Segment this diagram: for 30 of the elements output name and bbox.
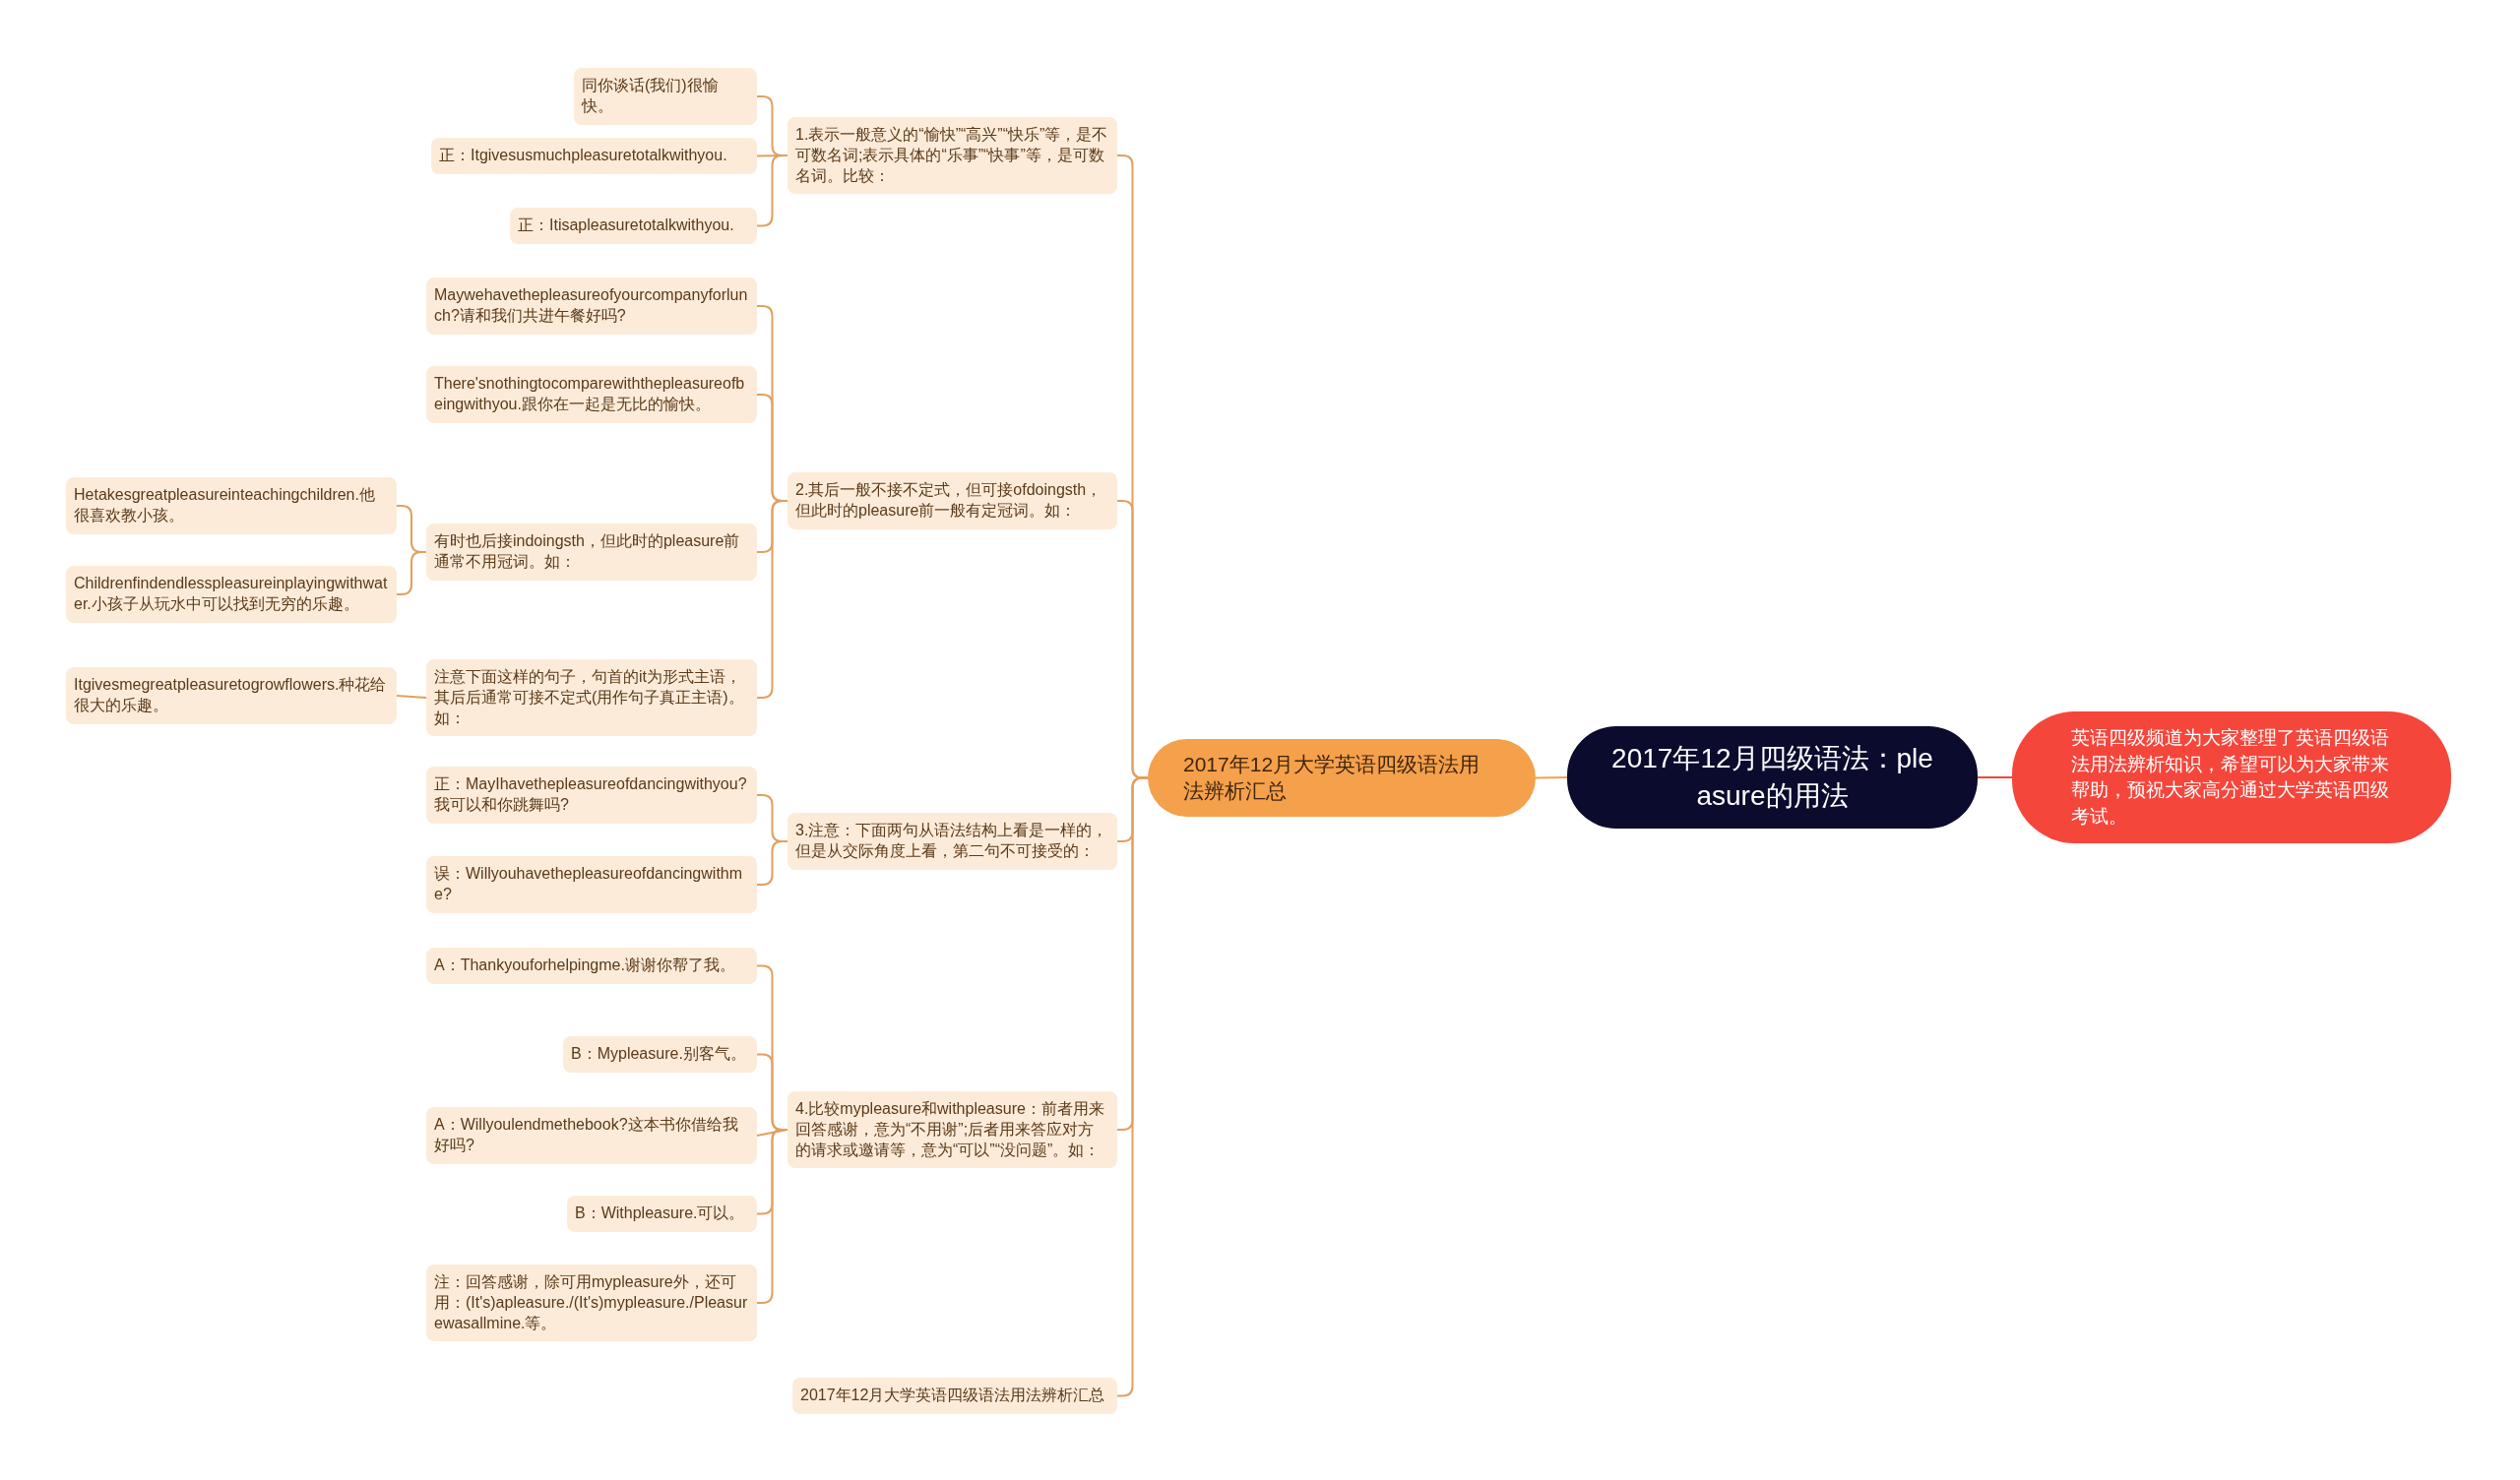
text-box: Childrenfindendlesspleasureinplayingwithwater.小孩子从玩水中可以找到无穷的乐趣。 [66,566,397,623]
text-box: 注：回答感谢，除可用mypleasure外，还可用：(It's)apleasure./(It's)mypleasure./Pleasurewasallmine.等。 [426,1264,757,1342]
text-box: 2.其后一般不接不定式，但可接ofdoingsth，但此时的pleasure前一般有定冠词。如： [788,472,1117,529]
text-box: 有时也后接indoingsth，但此时的pleasure前通常不用冠词。如： [426,524,757,581]
text-box: B：Mypleasure.别客气。 [563,1036,757,1073]
connector-line [1535,776,1568,779]
branch-bubble: 2017年12月大学英语四级语法用法辨析汇总 [1148,739,1536,817]
text-box: 注意下面这样的句子，句首的it为形式主语，其后后通常可接不定式(用作句子真正主语)。如： [426,659,757,737]
text-box: 正：Itisapleasuretotalkwithyou. [510,208,757,244]
text-box: Hetakesgreatpleasureinteachingchildren.他很喜欢教小孩。 [66,477,397,534]
note-bubble: 英语四级频道为大家整理了英语四级语法用法辨析知识，希望可以为大家带来帮助，预祝大家高分通过大学英语四级考试。 [2012,711,2451,844]
text-box: Itgivesmegreatpleasuretogrowflowers.种花给很大的乐趣。 [66,667,397,724]
connector-line [396,551,427,595]
text-box: 1.表示一般意义的“愉快”“高兴”“快乐”等，是不可数名词;表示具体的“乐事”“快事”等，是可数名词。比较： [788,117,1117,195]
text-box: There'snothingtocomparewiththepleasureofbeingwithyou.跟你在一起是无比的愉快。 [426,366,757,423]
text-box: 3.注意：下面两句从语法结构上看是一样的，但是从交际角度上看，第二句不可接受的： [788,813,1117,870]
connector-line [1977,776,2013,778]
text-box: B：Withpleasure.可以。 [567,1196,757,1232]
text-box: A：Thankyouforhelpingme.谢谢你帮了我。 [426,948,757,984]
connector-line [396,695,427,699]
text-box: 正：Itgivesusmuchpleasuretotalkwithyou. [431,138,757,174]
text-box: 同你谈话(我们)很愉快。 [574,68,757,125]
text-box: 正：MayIhavethepleasureofdancingwithyou?我可以和你跳舞吗? [426,767,757,824]
connector-line [756,840,788,886]
text-box: 误：Willyouhavethepleasureofdancingwithme? [426,856,757,913]
topic-bubble: 2017年12月四级语法：pleasure的用法 [1567,726,1978,829]
text-box: Maywehavethepleasureofyourcompanyforlunch?请和我们共进午餐好吗? [426,278,757,335]
text-box: A：Willyoulendmethebook?这本书你借给我好吗? [426,1107,757,1164]
text-box: 2017年12月大学英语四级语法用法辨析汇总 [792,1378,1117,1414]
text-box: 4.比较mypleasure和withpleasure：前者用来回答感谢，意为“不用谢”;后者用来答应对方的请求或邀请等，意为“可以”“没问题”。如： [788,1091,1117,1169]
